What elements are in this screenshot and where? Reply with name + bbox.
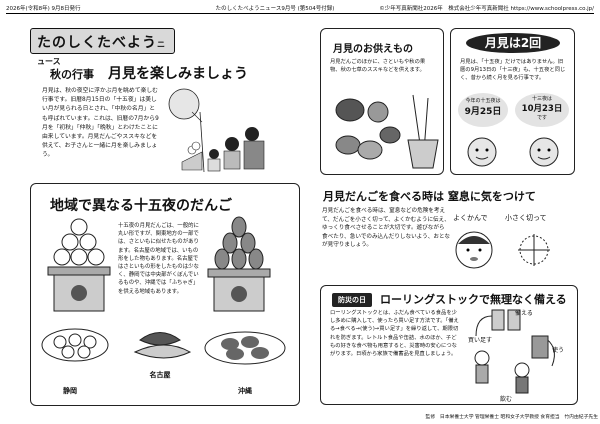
twice-title: 月見は2回	[466, 33, 560, 53]
disaster-day-tag: 防災の日	[332, 293, 372, 307]
thirteenth-night-suffix: です	[536, 115, 547, 121]
fifteenth-night-label: 今年の十五夜は	[465, 98, 501, 104]
stock-label-prepare: 備える	[515, 310, 533, 317]
choking-illustration	[455, 231, 550, 269]
choking-body: 月見だんごを食べる時は、窒息などの危険を考えて、だんごを小さく切って、よくかむよ…	[322, 208, 450, 249]
regional-dango-title: 地域で異なる十五夜のだんご	[50, 198, 232, 214]
offerings-illustration	[335, 94, 439, 169]
offerings-body: 月見だんごのほかに、さといもや秋の果物、秋の七草のススキなどを供えます。	[330, 59, 426, 73]
regional-dango-body: 十五夜の月見だんごは、一般的に丸い形ですが、関東地方の一部では、さといもに似せた…	[118, 223, 199, 295]
moon-viewing-body: 月見は、秋の夜空に浮かぶ月を眺めて楽しむ行事です。旧暦8月15日の「十五夜」は美…	[42, 88, 159, 159]
supervisor-credit: 監修 日本栄養士大学 管理栄養士 昭和女子大学教授 食育担当 竹内由紀子先生	[425, 415, 598, 420]
publisher-info: ©少年写真新聞社2026年 株式会社少年写真新聞社 https://www.sc…	[379, 5, 594, 12]
choking-title: 月見だんごを食べる時は 窒息に気をつけて	[323, 190, 536, 203]
cut-small-label: 小さく切って	[505, 214, 547, 222]
fifteenth-night-date: 9月25日	[464, 107, 502, 117]
stock-label-drink: 飲む	[500, 396, 513, 403]
thirteenth-night-label: 十三夜は	[531, 96, 552, 102]
round-dango-stand-illustration	[47, 218, 111, 312]
issue-date: 2026年(令和8年) 9月8日発行	[6, 5, 81, 12]
rolling-stock-body: ローリングストックとは、ふだん食べている食品を少し多めに購入して、使ったら買い足…	[330, 310, 459, 358]
regional-dango-plates-illustration	[41, 328, 286, 365]
place-label-nagoya: 名古屋	[149, 371, 171, 379]
event-tag: 秋の行事	[50, 68, 94, 81]
taro-dango-stand-illustration	[207, 216, 271, 312]
place-label-okinawa: 沖縄	[238, 387, 252, 395]
thirteenth-night-date: 10月23日	[521, 104, 563, 114]
top-bar: 2026年(令和8年) 9月8日発行 たのしくたべようニュース9月号 (第504…	[6, 2, 594, 14]
moon-icon	[168, 88, 200, 120]
stock-label-use: 使う	[552, 347, 565, 354]
logo-main: たのしくたべよう	[37, 35, 157, 51]
publication-name: たのしくたべようニュース9月号 (第504号付録)	[215, 5, 335, 12]
rolling-stock-cycle-illustration	[474, 309, 555, 394]
thirteenth-night-bubble: 十三夜は 10月23日 です	[515, 93, 569, 127]
twice-body: 月見は、「十五夜」だけではありません。旧暦の9月13日の「十三夜」も、十五夜と同…	[460, 59, 566, 81]
vegetable-characters-illustration	[467, 137, 559, 167]
chew-well-label: よくかんで	[453, 214, 488, 222]
stock-label-buy: 買い足す	[468, 337, 493, 344]
logo-sub: ニュース	[37, 40, 165, 66]
moon-viewing-title: 月見を楽しみましょう	[108, 66, 248, 82]
rolling-stock-title: ローリングストックで無理なく備える	[380, 293, 567, 306]
offerings-title: 月見のお供えもの	[333, 44, 413, 55]
moon-viewing-illustration	[168, 88, 265, 173]
newsletter-logo: たのしくたべようニュース	[30, 28, 175, 66]
fifteenth-night-bubble: 今年の十五夜は 9月25日	[458, 93, 508, 127]
place-label-shizuoka: 静岡	[63, 387, 77, 395]
